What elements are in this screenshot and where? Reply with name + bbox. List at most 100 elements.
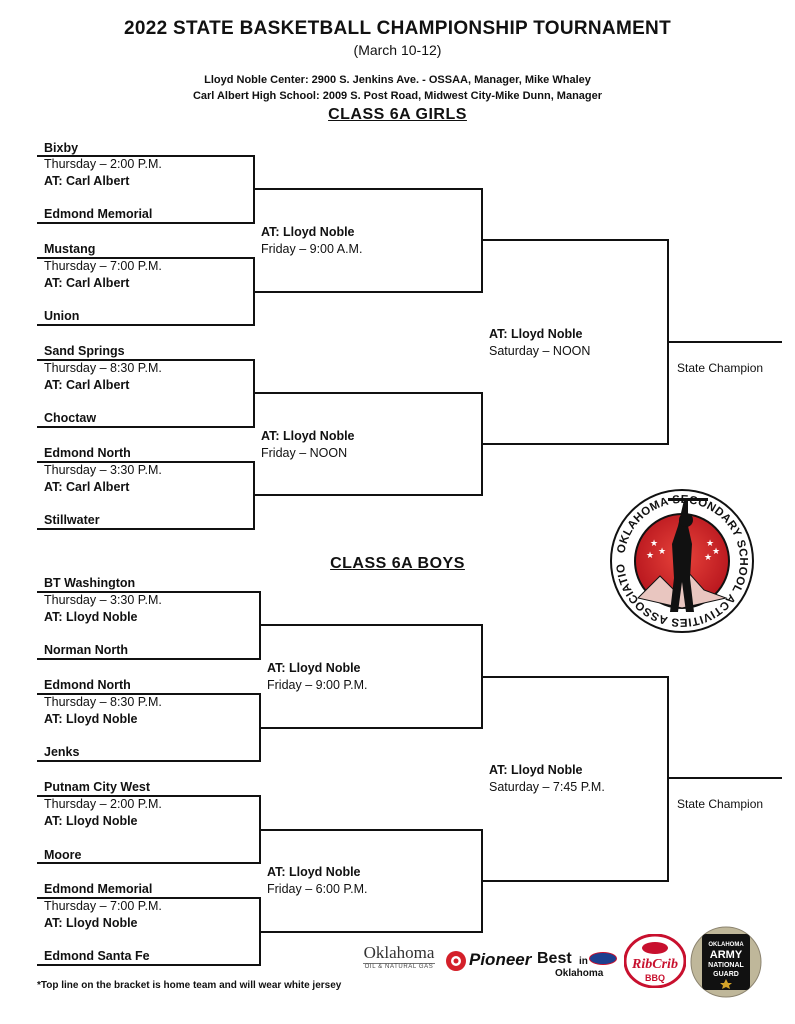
boys-g4-site: AT: Lloyd Noble [44, 916, 138, 930]
bracket-line [253, 188, 483, 190]
oklahoma-army-national-guard-logo: OKLAHOMA ARMY NATIONAL GUARD [690, 926, 762, 998]
bracket-line [37, 324, 255, 326]
svg-text:★: ★ [704, 553, 712, 563]
girls-g4-time: Thursday – 3:30 P.M. [44, 463, 162, 477]
boys-g2-site: AT: Lloyd Noble [44, 712, 138, 726]
bracket-line [37, 528, 255, 530]
girls-semi2-site: AT: Lloyd Noble [261, 429, 355, 443]
boys-g1-home-team: BT Washington [44, 576, 136, 590]
bracket-line [667, 676, 669, 882]
girls-g3-home-team: Sand Springs [44, 344, 125, 358]
boys-g4-time: Thursday – 7:00 P.M. [44, 899, 162, 913]
boys-g3-away-team: Moore [44, 848, 82, 862]
bracket-line [481, 880, 669, 882]
pioneer-swirl-icon [446, 951, 466, 971]
boys-class-title: CLASS 6A BOYS [330, 555, 465, 572]
svg-text:★: ★ [712, 547, 720, 557]
bracket-line [259, 931, 483, 933]
bracket-line [259, 829, 483, 831]
bracket-line [259, 624, 483, 626]
bracket-line [481, 676, 669, 678]
bracket-line [37, 658, 261, 660]
boys-g2-away-team: Jenks [44, 745, 80, 759]
bracket-line [667, 777, 782, 779]
bracket-line [259, 727, 483, 729]
ossaa-logo: OKLAHOMA SECONDARY SCHOOL ACTIVITIES ASS… [608, 486, 754, 633]
boys-g4-away-team: Edmond Santa Fe [44, 949, 150, 963]
boys-g2-time: Thursday – 8:30 P.M. [44, 695, 162, 709]
girls-g2-away-team: Union [44, 309, 80, 323]
bracket-line [37, 862, 261, 864]
svg-text:★: ★ [650, 539, 658, 549]
boys-semi2-time: Friday – 6:00 P.M. [267, 882, 368, 896]
ford-oval-icon [589, 952, 617, 965]
boys-g1-time: Thursday – 3:30 P.M. [44, 593, 162, 607]
bracket-line [667, 341, 782, 343]
girls-g2-home-team: Mustang [44, 242, 96, 256]
oklahoma-oil-gas-logo: Oklahoma OIL & NATURAL GAS [363, 943, 435, 970]
girls-class-title: CLASS 6A GIRLS [328, 106, 467, 123]
girls-g4-away-team: Stillwater [44, 513, 100, 527]
girls-semi1-time: Friday – 9:00 A.M. [261, 242, 363, 256]
bracket-line [253, 494, 483, 496]
bracket-line [253, 291, 483, 293]
boys-g1-away-team: Norman North [44, 643, 129, 657]
boys-g2-home-team: Edmond North [44, 678, 131, 692]
girls-g3-site: AT: Carl Albert [44, 378, 130, 392]
girls-semi2-time: Friday – NOON [261, 446, 348, 460]
girls-g4-site: AT: Carl Albert [44, 480, 130, 494]
bracket-line [37, 591, 261, 593]
boys-final-site: AT: Lloyd Noble [489, 763, 583, 777]
girls-state-champion-label: State Champion [677, 361, 764, 375]
bracket-line [253, 392, 483, 394]
page-title: 2022 STATE BASKETBALL CHAMPIONSHIP TOURN… [124, 18, 671, 39]
girls-semi1-site: AT: Lloyd Noble [261, 225, 355, 239]
bracket-line [37, 222, 255, 224]
boys-g1-site: AT: Lloyd Noble [44, 610, 138, 624]
svg-text:★: ★ [658, 547, 666, 557]
boys-g3-site: AT: Lloyd Noble [44, 814, 138, 828]
boys-semi1-time: Friday – 9:00 P.M. [267, 678, 368, 692]
bracket-line [37, 693, 261, 695]
bracket-line [37, 426, 255, 428]
girls-g3-away-team: Choctaw [44, 411, 97, 425]
boys-final-time: Saturday – 7:45 P.M. [489, 780, 605, 794]
svg-text:BBQ: BBQ [645, 973, 665, 983]
boys-semi2-site: AT: Lloyd Noble [267, 865, 361, 879]
girls-g1-home-team: Bixby [44, 141, 79, 155]
pioneer-logo: Pioneer [445, 948, 535, 976]
svg-text:GUARD: GUARD [713, 971, 739, 978]
boys-state-champion-label: State Champion [677, 797, 764, 811]
boys-g3-time: Thursday – 2:00 P.M. [44, 797, 162, 811]
girls-final-time: Saturday – NOON [489, 344, 591, 358]
girls-g1-away-team: Edmond Memorial [44, 207, 153, 221]
bracket-line [481, 443, 669, 445]
boys-g4-home-team: Edmond Memorial [44, 882, 153, 896]
bracket-line [37, 897, 261, 899]
girls-g2-time: Thursday – 7:00 P.M. [44, 259, 162, 273]
venue-line-2: Carl Albert High School: 2009 S. Post Ro… [192, 90, 603, 102]
svg-text:ARMY: ARMY [710, 949, 743, 961]
bracket-line [37, 795, 261, 797]
girls-g3-time: Thursday – 8:30 P.M. [44, 361, 162, 375]
bracket-line [37, 359, 255, 361]
girls-g1-site: AT: Carl Albert [44, 174, 130, 188]
svg-text:★: ★ [646, 551, 654, 561]
girls-g1-time: Thursday – 2:00 P.M. [44, 157, 162, 171]
tournament-dates: (March 10-12) [353, 42, 442, 58]
bracket-line [481, 239, 669, 241]
bracket-line [37, 964, 261, 966]
boys-g3-home-team: Putnam City West [44, 780, 151, 794]
girls-g2-site: AT: Carl Albert [44, 276, 130, 290]
bracket-line [37, 257, 255, 259]
venue-line-1: Lloyd Noble Center: 2900 S. Jenkins Ave.… [204, 74, 591, 86]
girls-g4-home-team: Edmond North [44, 446, 131, 460]
bracket-line [37, 760, 261, 762]
svg-text:RibCrib: RibCrib [631, 957, 678, 972]
bracket-line [37, 155, 255, 157]
footnote: *Top line on the bracket is home team an… [37, 980, 342, 991]
svg-text:OKLAHOMA: OKLAHOMA [708, 942, 744, 948]
girls-final-site: AT: Lloyd Noble [489, 327, 583, 341]
boys-semi1-site: AT: Lloyd Noble [267, 661, 361, 675]
bracket-line [37, 461, 255, 463]
